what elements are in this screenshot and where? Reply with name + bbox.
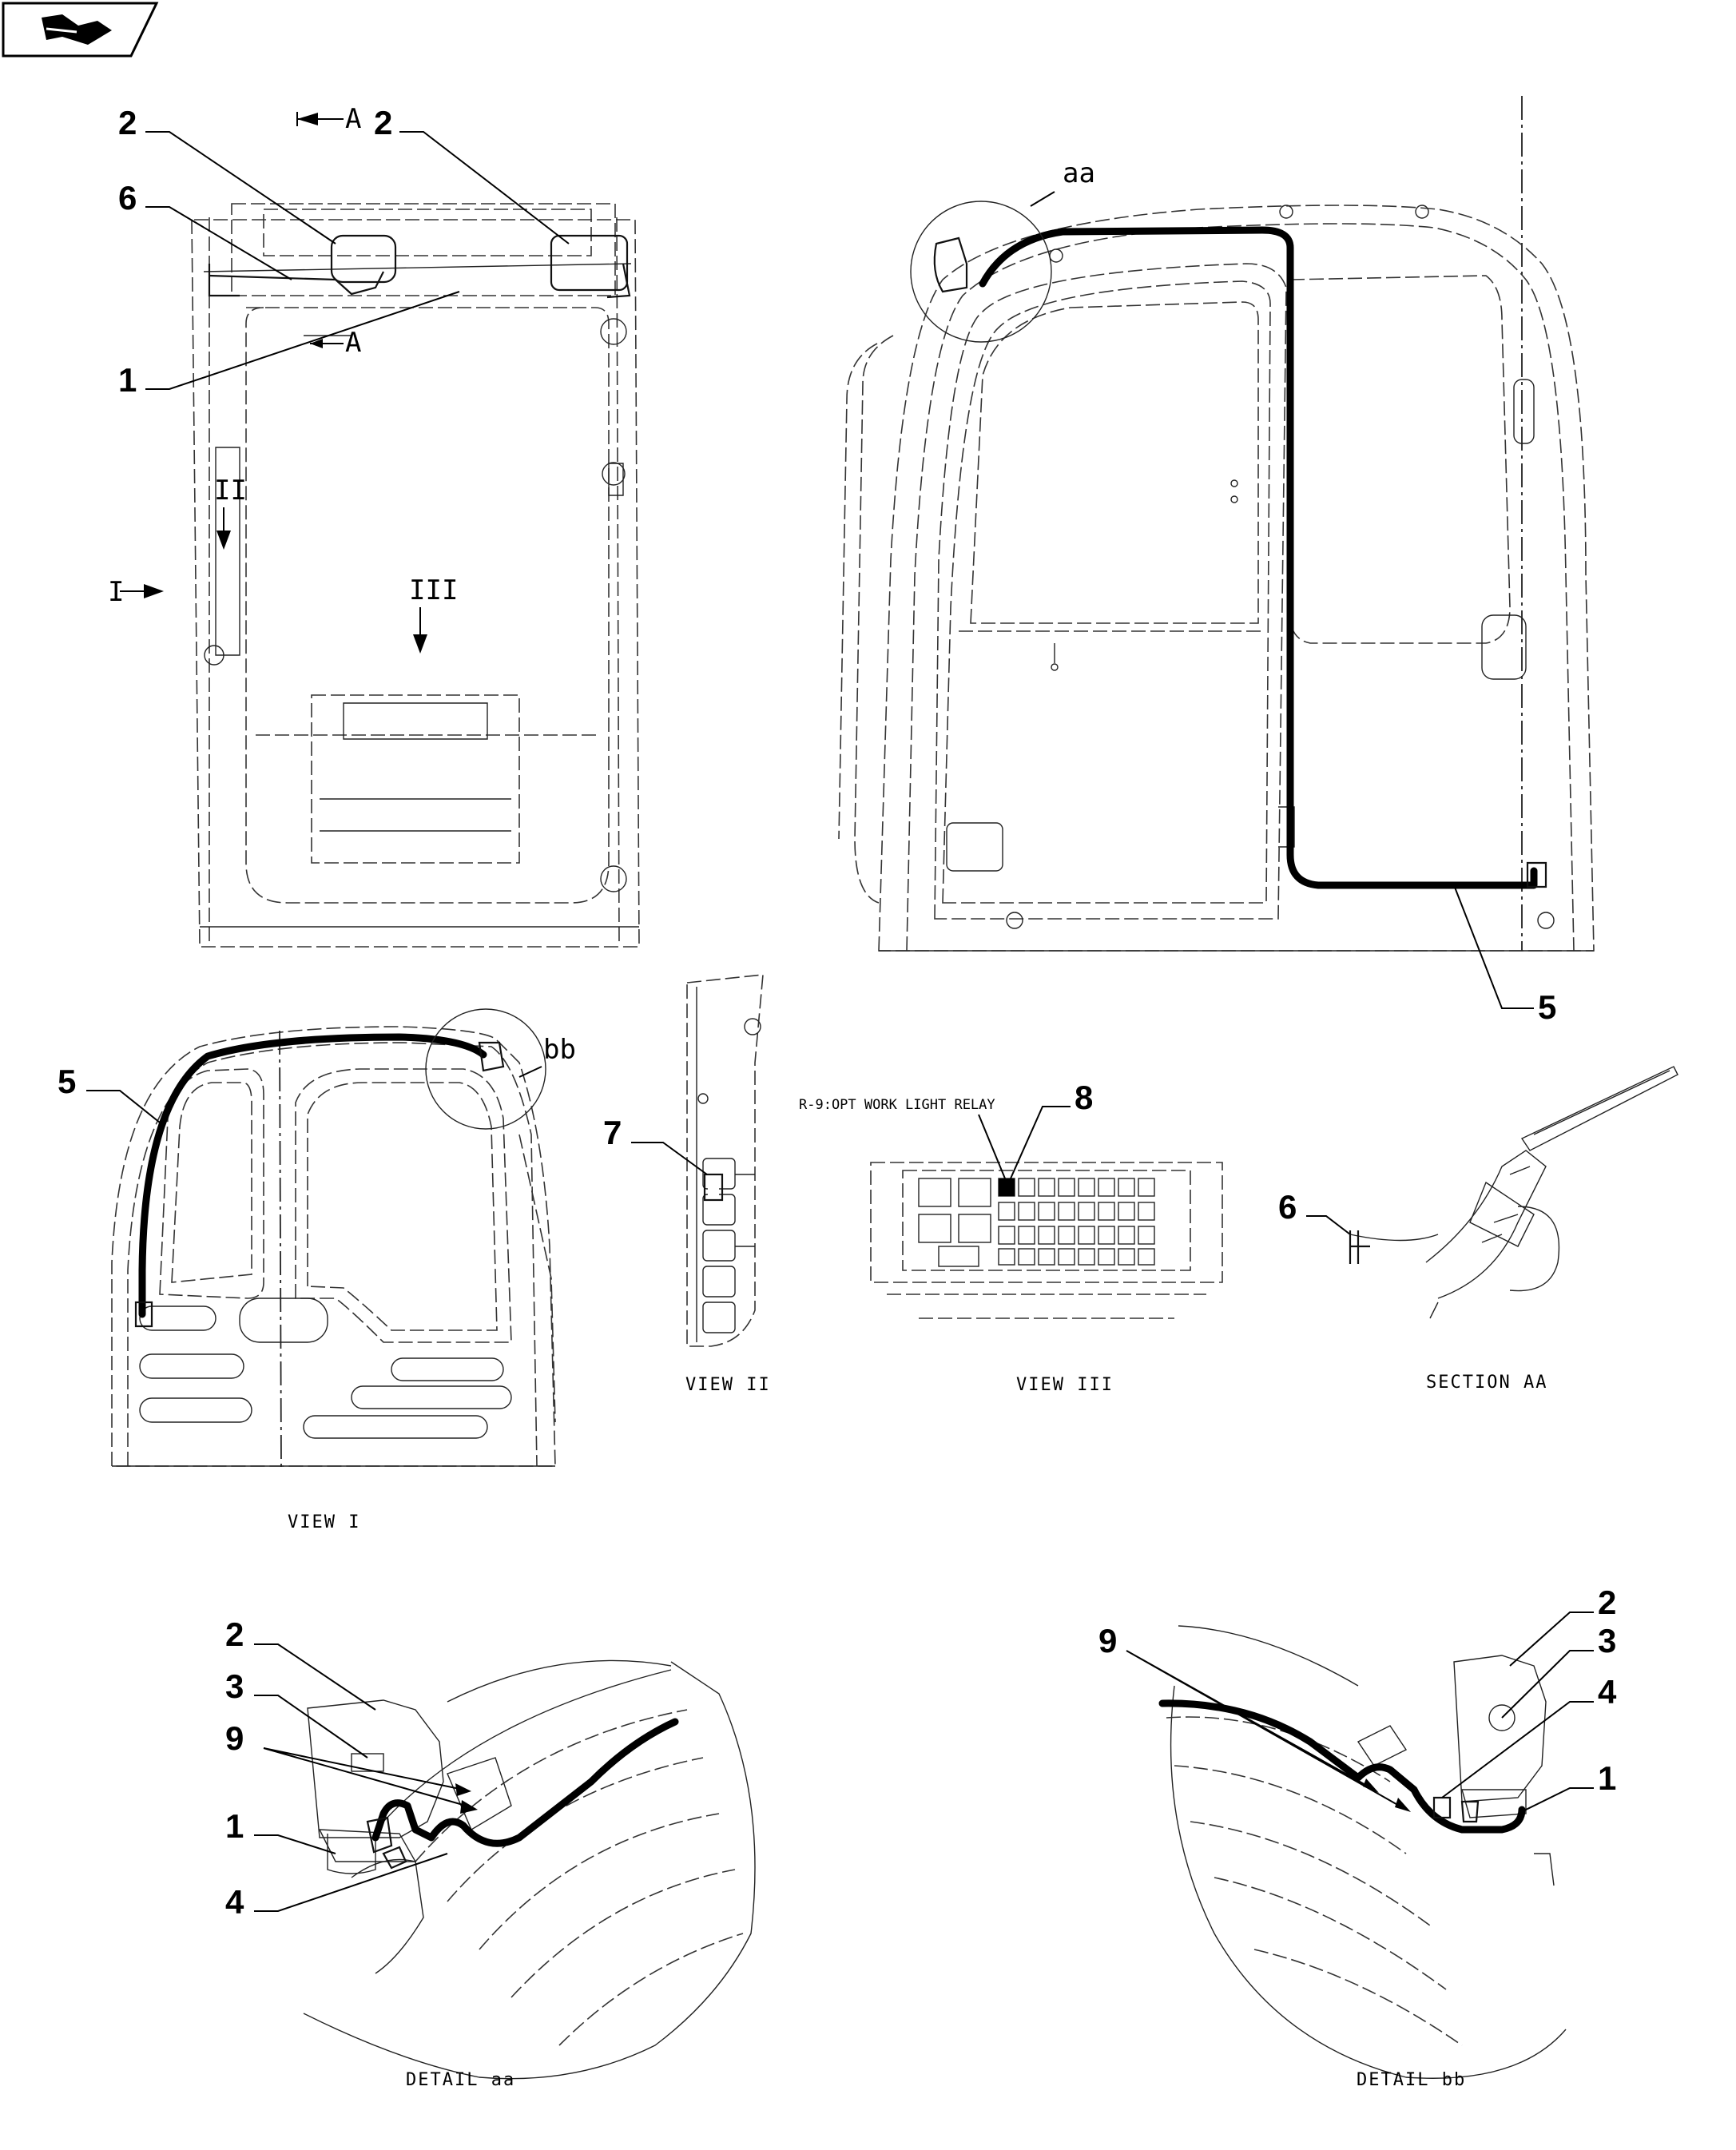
detail-aa-harness bbox=[371, 1718, 679, 1847]
svg-text:9: 9 bbox=[1098, 1622, 1117, 1659]
callout-detail-aa-1[interactable]: 1 bbox=[225, 1807, 336, 1854]
svg-text:2: 2 bbox=[225, 1615, 244, 1653]
callout-detail-aa-4[interactable]: 4 bbox=[225, 1853, 448, 1921]
callout-detail-bb-2[interactable]: 2 bbox=[1509, 1584, 1616, 1667]
svg-text:2: 2 bbox=[1598, 1584, 1616, 1621]
caption-view-1: VIEW I bbox=[288, 1512, 360, 1532]
relay-label: R-9:OPT WORK LIGHT RELAY bbox=[799, 1097, 995, 1113]
svg-text:8: 8 bbox=[1075, 1079, 1093, 1116]
view-3-relay-box bbox=[870, 1162, 1223, 1319]
svg-text:4: 4 bbox=[225, 1883, 244, 1921]
caption-section-aa: SECTION AA bbox=[1426, 1373, 1547, 1393]
view-1-connector bbox=[134, 1041, 505, 1328]
svg-text:2: 2 bbox=[118, 104, 137, 141]
callout-section-6[interactable]: 6 bbox=[1278, 1188, 1370, 1264]
section-marker-a-bottom: A bbox=[310, 327, 361, 359]
side-harness-connector-top bbox=[933, 236, 968, 293]
detail-circle-aa[interactable] bbox=[910, 201, 1052, 343]
callout-front-6[interactable]: 6 bbox=[118, 179, 292, 280]
svg-text:bb: bb bbox=[543, 1034, 576, 1066]
relay-grid bbox=[918, 1178, 1155, 1267]
callout-detail-aa-2[interactable]: 2 bbox=[225, 1615, 376, 1711]
front-view-cab bbox=[191, 203, 640, 948]
detail-bb-harness bbox=[1158, 1699, 1526, 1834]
svg-text:7: 7 bbox=[603, 1114, 622, 1151]
svg-text:II: II bbox=[214, 475, 247, 507]
svg-text:1: 1 bbox=[118, 361, 137, 399]
callout-detail-bb-9[interactable]: 9 bbox=[1098, 1622, 1411, 1812]
svg-text:I: I bbox=[108, 576, 124, 608]
view-1-harness bbox=[138, 1033, 487, 1318]
marker-aa: aa bbox=[1030, 157, 1095, 207]
svg-text:5: 5 bbox=[58, 1063, 76, 1100]
relay-r9[interactable] bbox=[999, 1178, 1015, 1196]
caption-detail-aa: DETAIL aa bbox=[406, 2070, 515, 2090]
view-arrow-2: II bbox=[214, 475, 247, 550]
callout-detail-bb-3[interactable]: 3 bbox=[1501, 1622, 1616, 1719]
callout-front-2b[interactable]: 2 bbox=[374, 104, 570, 244]
svg-text:A: A bbox=[345, 327, 361, 359]
caption-view-2: VIEW II bbox=[685, 1375, 771, 1395]
callout-front-2a[interactable]: 2 bbox=[118, 104, 336, 244]
side-harness bbox=[979, 226, 1538, 889]
detail-circle-bb[interactable] bbox=[425, 1008, 546, 1130]
detail-bb-connector bbox=[1432, 1796, 1480, 1823]
relay-label-leader bbox=[978, 1114, 1006, 1179]
svg-text:2: 2 bbox=[374, 104, 392, 141]
caption-detail-bb: DETAIL bb bbox=[1357, 2070, 1466, 2090]
callout-front-1[interactable]: 1 bbox=[118, 291, 460, 399]
svg-text:6: 6 bbox=[1278, 1188, 1297, 1226]
svg-text:6: 6 bbox=[118, 179, 137, 217]
side-harness-connector-end bbox=[1526, 861, 1547, 888]
section-marker-a-top: A bbox=[296, 103, 361, 135]
callout-view2-7[interactable]: 7 bbox=[603, 1114, 708, 1175]
svg-text:9: 9 bbox=[225, 1719, 244, 1757]
svg-text:4: 4 bbox=[1598, 1673, 1617, 1711]
detail-aa-connector bbox=[366, 1816, 407, 1870]
callout-detail-bb-1[interactable]: 1 bbox=[1517, 1759, 1616, 1814]
caption-view-3: VIEW III bbox=[1016, 1375, 1114, 1395]
svg-text:III: III bbox=[409, 574, 458, 606]
svg-text:1: 1 bbox=[225, 1807, 244, 1845]
callout-view1-5[interactable]: 5 bbox=[58, 1063, 161, 1123]
book-arrow-icon[interactable] bbox=[2, 2, 159, 58]
svg-text:1: 1 bbox=[1598, 1759, 1616, 1797]
side-view-cab bbox=[838, 96, 1595, 952]
callout-detail-aa-9[interactable]: 9 bbox=[225, 1719, 478, 1814]
callout-side-5[interactable]: 5 bbox=[1453, 884, 1556, 1026]
callout-detail-aa-3[interactable]: 3 bbox=[225, 1667, 368, 1759]
detail-aa-view bbox=[303, 1659, 756, 2080]
view-arrow-3: III bbox=[409, 574, 458, 654]
callout-detail-bb-4[interactable]: 4 bbox=[1441, 1673, 1617, 1798]
view-2-pillar bbox=[686, 974, 764, 1347]
svg-text:3: 3 bbox=[225, 1667, 244, 1705]
view-2-relay-highlight bbox=[703, 1173, 724, 1202]
svg-text:3: 3 bbox=[1598, 1622, 1616, 1659]
section-aa bbox=[1349, 1066, 1678, 1319]
view-1-cab bbox=[111, 1026, 556, 1471]
callout-view3-8[interactable]: 8 bbox=[1010, 1079, 1093, 1179]
marker-bb: bb bbox=[518, 1034, 576, 1078]
svg-text:A: A bbox=[345, 103, 361, 135]
view-arrow-1: I bbox=[108, 576, 164, 608]
svg-text:5: 5 bbox=[1538, 988, 1556, 1026]
detail-bb-view bbox=[1166, 1625, 1567, 2079]
svg-text:aa: aa bbox=[1063, 157, 1095, 189]
